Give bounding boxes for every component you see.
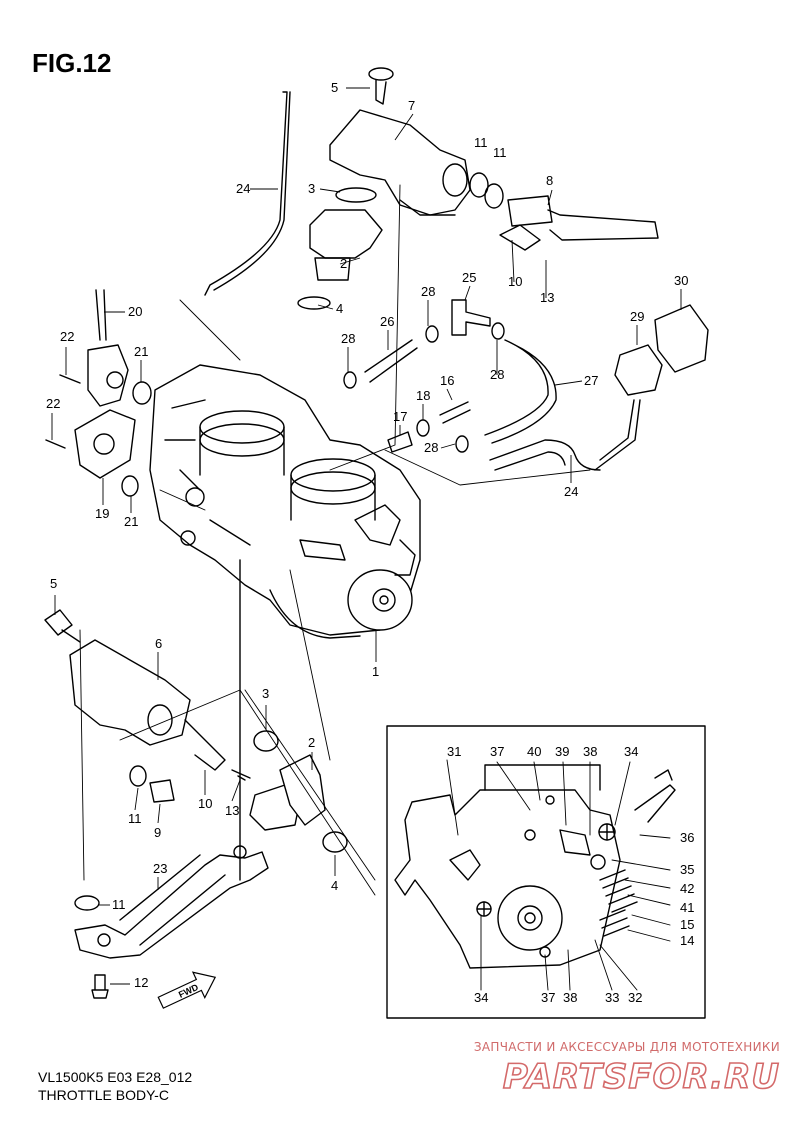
fuel-hose-fitting <box>499 195 659 251</box>
callout-30: 30 <box>674 273 688 288</box>
model-code: VL1500K5 E03 E28_012 <box>38 1069 193 1085</box>
callout-leader <box>319 188 341 193</box>
callout-14: 14 <box>680 933 694 948</box>
callout-37: 37 <box>541 990 555 1005</box>
forward-direction-arrow: FWD <box>157 971 217 1009</box>
callout-25: 25 <box>462 270 476 285</box>
callout-18: 18 <box>416 388 430 403</box>
callout-35: 35 <box>680 862 694 877</box>
callout-5: 5 <box>50 576 57 591</box>
callout-leader <box>317 304 334 310</box>
section-name: THROTTLE BODY-C <box>38 1087 169 1103</box>
callout-21: 21 <box>124 514 138 529</box>
callout-33: 33 <box>605 990 619 1005</box>
callout-20: 20 <box>128 304 142 319</box>
callout-13: 13 <box>540 290 554 305</box>
callout-leader <box>440 443 456 449</box>
callout-leader <box>547 189 553 206</box>
callout-39: 39 <box>555 744 569 759</box>
callout-37: 37 <box>490 744 504 759</box>
callout-leader <box>394 113 414 141</box>
callout-leader <box>134 787 139 811</box>
callout-16: 16 <box>440 373 454 388</box>
screw-upper <box>368 67 394 105</box>
callout-32: 32 <box>628 990 642 1005</box>
callout-34: 34 <box>474 990 488 1005</box>
callout-leader <box>511 239 515 283</box>
callout-leader <box>464 285 471 301</box>
callout-5: 5 <box>331 80 338 95</box>
callout-27: 27 <box>584 373 598 388</box>
leader-lines <box>79 184 591 896</box>
fuel-hose-lower <box>74 845 269 999</box>
callout-15: 15 <box>680 917 694 932</box>
callout-4: 4 <box>331 878 338 893</box>
callout-34: 34 <box>624 744 638 759</box>
callout-3: 3 <box>262 686 269 701</box>
callout-2: 2 <box>340 256 347 271</box>
callout-38: 38 <box>563 990 577 1005</box>
callout-leader <box>157 803 161 824</box>
callout-40: 40 <box>527 744 541 759</box>
callout-leader <box>231 779 241 802</box>
callout-17: 17 <box>393 409 407 424</box>
callout-42: 42 <box>680 881 694 896</box>
callout-11: 11 <box>112 897 126 912</box>
callout-11: 11 <box>474 135 488 150</box>
sensor-connector <box>614 304 709 396</box>
callout-22: 22 <box>60 329 74 344</box>
callout-9: 9 <box>154 825 161 840</box>
vacuum-hose-upper <box>204 91 291 296</box>
o-rings-upper <box>469 172 504 209</box>
callout-leader <box>554 380 583 386</box>
callout-4: 4 <box>336 301 343 316</box>
callout-6: 6 <box>155 636 162 651</box>
detail-inset <box>386 725 706 1019</box>
callout-1: 1 <box>372 664 379 679</box>
callout-28: 28 <box>341 331 355 346</box>
callout-24: 24 <box>236 181 250 196</box>
callout-leader <box>339 257 361 265</box>
callout-22: 22 <box>46 396 60 411</box>
callout-29: 29 <box>630 309 644 324</box>
callout-41: 41 <box>680 900 694 915</box>
callout-28: 28 <box>421 284 435 299</box>
callout-24: 24 <box>564 484 578 499</box>
throttle-body <box>149 364 421 639</box>
fuel-delivery-pipe-upper <box>329 109 471 216</box>
callout-labels: 1223344556789101011111111121313141516171… <box>46 80 694 1005</box>
figure-title: FIG.12 <box>32 48 112 78</box>
throttle-position-sensor <box>45 289 152 497</box>
callout-10: 10 <box>198 796 212 811</box>
watermark-caption: ЗАПЧАСТИ И АКСЕССУАРЫ ДЛЯ МОТОТЕХНИКИ <box>473 1040 780 1054</box>
callout-10: 10 <box>508 274 522 289</box>
callout-26: 26 <box>380 314 394 329</box>
svg-text:PARTSFOR.RU: PARTSFOR.RU <box>503 1057 780 1097</box>
callout-3: 3 <box>308 181 315 196</box>
callout-36: 36 <box>680 830 694 845</box>
watermark-logo: PARTSFOR.RU <box>502 1056 780 1098</box>
inset-leader-lines <box>446 759 671 991</box>
callout-21: 21 <box>134 344 148 359</box>
callout-leader <box>446 388 453 401</box>
callout-19: 19 <box>95 506 109 521</box>
callout-23: 23 <box>153 861 167 876</box>
callout-11: 11 <box>128 811 142 826</box>
callout-13: 13 <box>225 803 239 818</box>
callout-31: 31 <box>447 744 461 759</box>
callout-12: 12 <box>134 975 148 990</box>
callout-8: 8 <box>546 173 553 188</box>
callout-2: 2 <box>308 735 315 750</box>
injector-upper <box>297 187 383 310</box>
callout-11: 11 <box>493 145 507 160</box>
callout-38: 38 <box>583 744 597 759</box>
callout-7: 7 <box>408 98 415 113</box>
fuel-delivery-pipe-lower <box>44 609 348 853</box>
callout-28: 28 <box>424 440 438 455</box>
